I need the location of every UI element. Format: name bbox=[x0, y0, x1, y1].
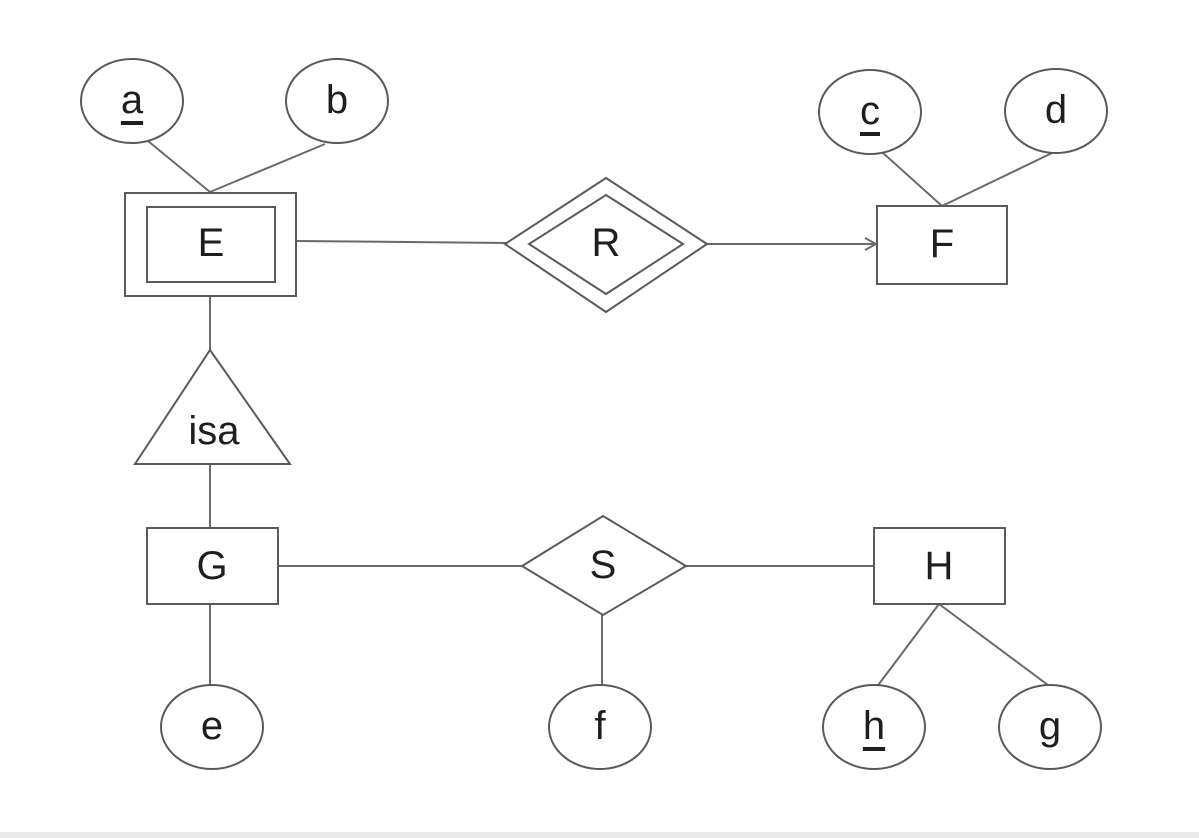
attribute-d-label: d bbox=[1045, 88, 1067, 132]
attribute-g: g bbox=[998, 684, 1102, 770]
edge-d-F bbox=[941, 152, 1053, 207]
attribute-e-label: e bbox=[201, 704, 223, 748]
attribute-h: h bbox=[822, 684, 926, 770]
attribute-b: b bbox=[285, 58, 389, 144]
entity-F: F bbox=[876, 205, 1008, 285]
attribute-a: a bbox=[80, 58, 184, 144]
connections bbox=[147, 140, 1053, 689]
relationship-R: R bbox=[503, 176, 709, 314]
entity-G-label: G bbox=[196, 544, 227, 588]
attribute-d: d bbox=[1004, 68, 1108, 154]
bottom-edge-band bbox=[0, 832, 1199, 838]
attribute-f-label: f bbox=[594, 704, 606, 748]
entity-G: G bbox=[146, 527, 279, 605]
entity-H: H bbox=[873, 527, 1006, 605]
isa-triangle: isa bbox=[133, 348, 292, 465]
relationship-R-label: R bbox=[592, 221, 621, 265]
entity-E-label: E bbox=[198, 221, 225, 265]
edge-b-E bbox=[209, 143, 326, 193]
edge-a-E bbox=[147, 140, 211, 193]
edge-c-F bbox=[881, 151, 943, 207]
edge-H-h bbox=[875, 603, 940, 689]
attribute-b-label: b bbox=[326, 78, 348, 122]
edge-H-g bbox=[938, 603, 1053, 689]
entity-E: E bbox=[124, 192, 297, 297]
attribute-f: f bbox=[548, 684, 652, 770]
entity-F-label: F bbox=[930, 222, 954, 266]
attribute-c: c bbox=[818, 69, 922, 155]
isa-label: isa bbox=[188, 409, 240, 453]
attribute-a-label: a bbox=[121, 78, 144, 122]
relationship-S: S bbox=[520, 514, 688, 617]
attribute-g-label: g bbox=[1039, 704, 1061, 748]
entity-H-label: H bbox=[925, 544, 954, 588]
relationship-S-label: S bbox=[590, 543, 617, 587]
attribute-e: e bbox=[160, 684, 264, 770]
attribute-h-label: h bbox=[863, 704, 885, 748]
attribute-c-label: c bbox=[860, 89, 880, 133]
edge-E-R bbox=[295, 240, 509, 244]
